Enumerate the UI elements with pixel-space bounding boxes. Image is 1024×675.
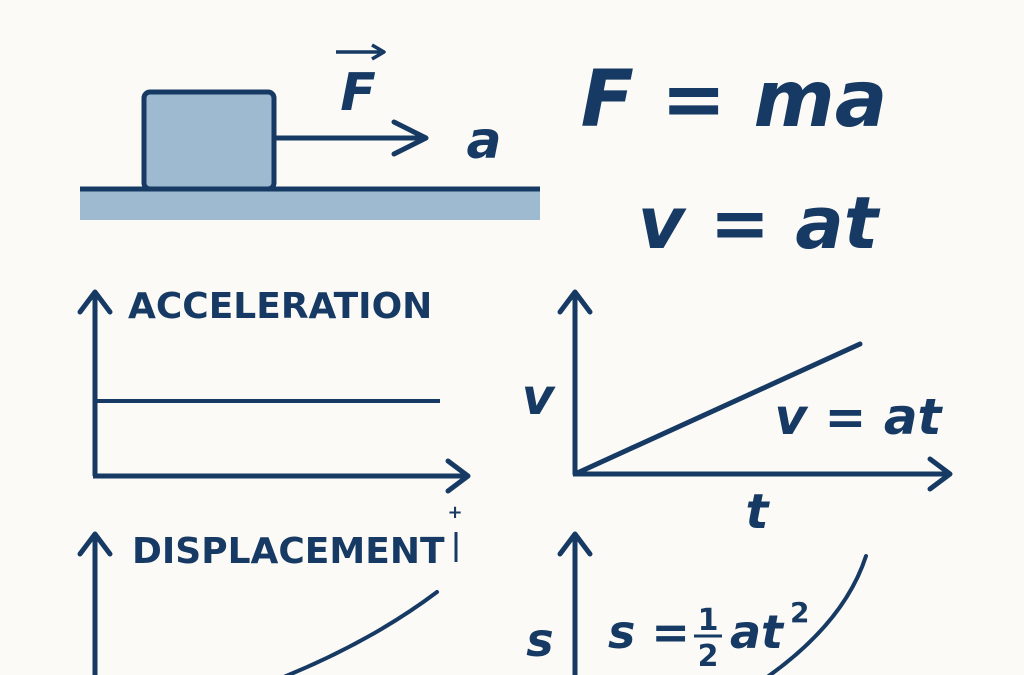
pos-curve xyxy=(766,554,868,675)
pos-equation-lhs: s = xyxy=(608,605,690,659)
ground-strip xyxy=(80,190,540,220)
accel-x-arrowhead xyxy=(445,458,471,494)
pos-exponent: 2 xyxy=(790,596,809,629)
force-label: F xyxy=(340,63,376,123)
disp-title: DISPLACEMENT xyxy=(132,531,445,572)
velocity-graph: v t v = at xyxy=(522,289,953,540)
newton-equation: F = ma xyxy=(581,55,888,145)
position-graph: s s = 1 2 at 2 xyxy=(526,531,868,675)
force-arrow-head xyxy=(391,119,429,157)
pos-y-label: s xyxy=(526,613,553,667)
disp-curve xyxy=(283,590,439,675)
vel-x-label: t xyxy=(746,484,771,540)
disp-y-arrowhead xyxy=(77,531,113,557)
acceleration-graph: ACCELERATION + xyxy=(77,286,471,523)
vel-y-label: v xyxy=(522,368,556,426)
pos-equation-rhs: at xyxy=(730,605,785,659)
pos-frac-num: 1 xyxy=(698,603,719,638)
vel-x-arrowhead xyxy=(927,456,953,492)
displacement-graph: DISPLACEMENT xyxy=(77,531,458,675)
vel-equation: v = at xyxy=(775,388,944,446)
velocity-equation: v = at xyxy=(638,181,881,265)
pos-y-arrowhead xyxy=(557,531,593,557)
vel-y-arrowhead xyxy=(557,289,593,315)
accel-y-arrowhead xyxy=(77,289,113,315)
force-diagram: F a xyxy=(80,43,540,220)
accel-title: ACCELERATION xyxy=(128,286,432,327)
pos-frac-den: 2 xyxy=(698,639,719,674)
vel-linear-line xyxy=(572,341,863,477)
block xyxy=(141,89,277,192)
accel-x-tick: + xyxy=(447,502,462,523)
acceleration-label: a xyxy=(466,111,501,171)
vector-arrow-head xyxy=(371,43,386,61)
